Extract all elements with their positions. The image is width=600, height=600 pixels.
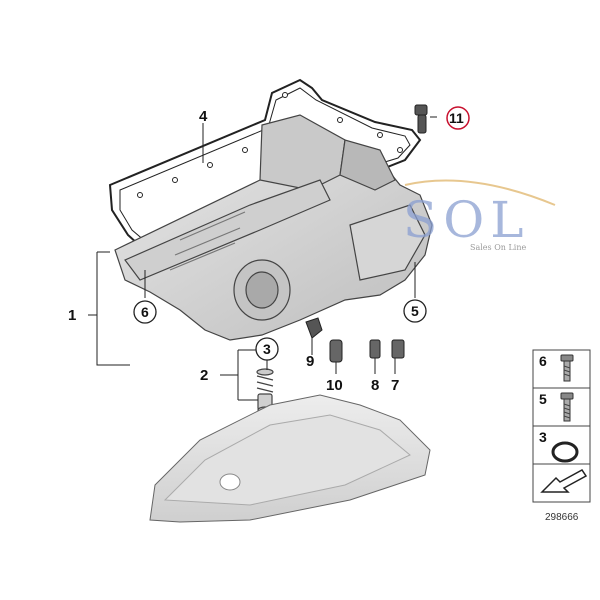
legend-number-5: 5: [539, 391, 547, 407]
callout-11-circle: [446, 106, 470, 130]
legend-number-3: 3: [539, 429, 547, 445]
part-7: [391, 339, 405, 359]
callout-6: 6: [141, 304, 149, 320]
callout-1: 1: [68, 307, 76, 324]
callout-6-circle: [133, 300, 157, 324]
part-11: [414, 104, 428, 134]
diagram-id: 298666: [545, 512, 579, 523]
callout-3: 3: [263, 341, 271, 357]
callout-11: 11: [449, 110, 464, 126]
callout-5: 5: [411, 303, 419, 319]
underbody-shield: [149, 394, 431, 523]
legend-number-6: 6: [539, 353, 547, 369]
valve-spring: [256, 368, 274, 414]
hex-bolt-icon: [560, 354, 574, 382]
bolt-icon: [560, 392, 574, 422]
watermark-letters: SOL: [403, 191, 529, 249]
callout-8: 8: [371, 377, 379, 394]
callout-9: 9: [306, 353, 314, 370]
arrow-icon: [540, 469, 588, 493]
watermark-tagline: Sales On Line: [470, 243, 526, 252]
part-10: [329, 339, 343, 363]
part-9: [305, 317, 323, 339]
o-ring-icon: [551, 441, 579, 463]
leader-lines: [88, 116, 437, 401]
oil-pan: [114, 114, 433, 341]
callout-5-circle: [403, 299, 427, 323]
callout-10: 10: [326, 377, 343, 394]
callout-3-circle: [255, 337, 279, 361]
part-8: [369, 339, 381, 359]
callout-7: 7: [391, 377, 399, 394]
callout-2: 2: [200, 367, 208, 384]
callout-4: 4: [199, 108, 208, 125]
watermark-logo: SOL Sales On Line: [403, 179, 556, 252]
